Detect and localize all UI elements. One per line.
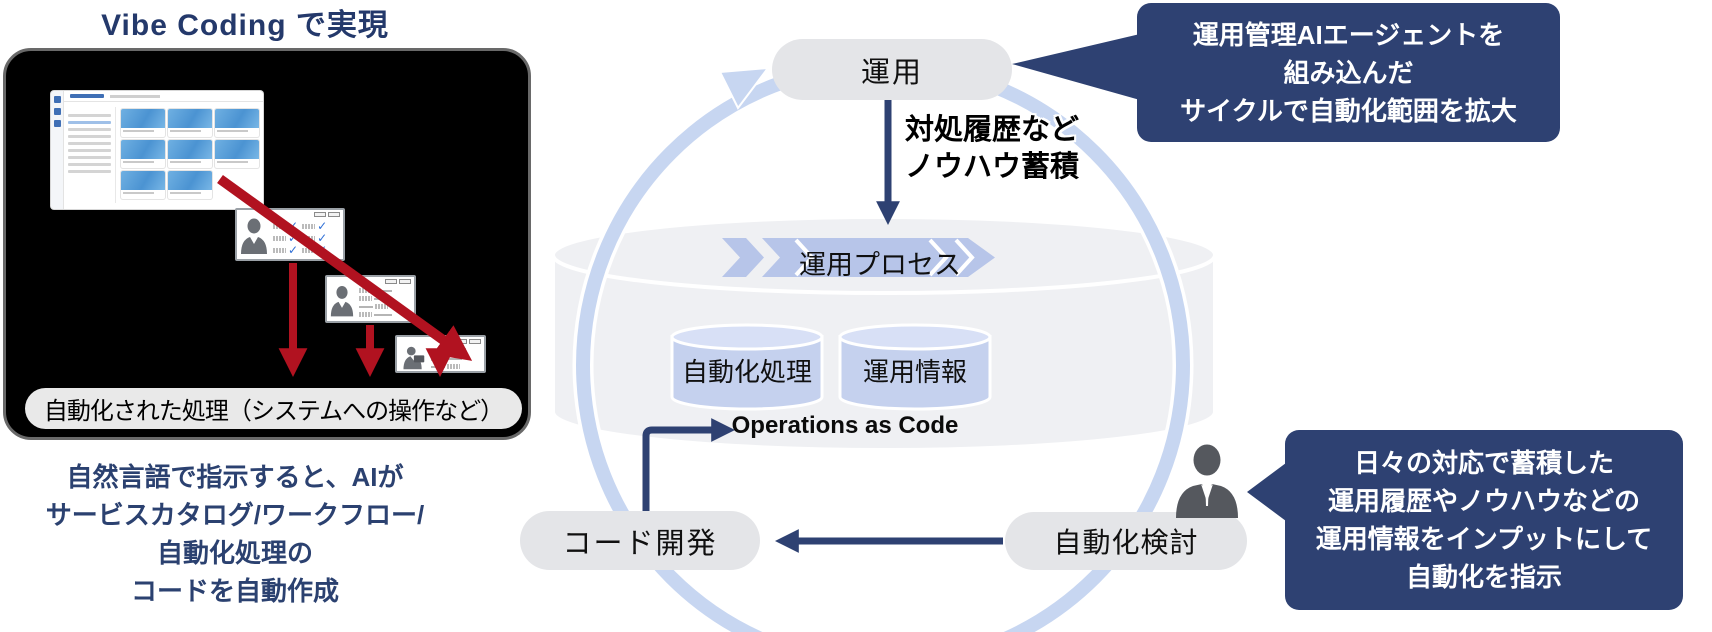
node-automation-review: 自動化検討 (1005, 512, 1247, 570)
diagonal-red-arrow (217, 174, 473, 361)
person-icon (241, 218, 267, 254)
app-nav-rail (51, 91, 64, 209)
top-callout-pointer (1012, 34, 1140, 100)
businessman-icon (1176, 444, 1238, 518)
knowhow-line: ノウハウ蓄積 (905, 151, 1080, 183)
db-automation-label: 自動化処理 (681, 357, 812, 387)
description-line: 自動化処理の (156, 538, 313, 568)
app-header (64, 91, 263, 102)
callout-line: 組み込んだ (1283, 57, 1414, 88)
operation-input-callout: 日々の対応で蓄積した 運用履歴やノウハウなどの 運用情報をインプットにして 自動… (1285, 430, 1683, 610)
process-banner-label: 運用プロセス (799, 250, 961, 280)
callout-line: 運用管理AIエージェントを (1192, 19, 1505, 50)
person-at-laptop-icon (403, 346, 425, 370)
cycle-ring-arrowhead (718, 66, 771, 110)
check-icon: ✓ (317, 219, 328, 233)
window-buttons (385, 279, 411, 284)
callout-line: 運用履歴やノウハウなどの (1327, 486, 1640, 516)
db-cylinder-operations (838, 323, 992, 411)
person-icon (330, 286, 354, 317)
service-catalog-screenshot (51, 91, 263, 209)
operations-as-code-label: Operations as Code (731, 412, 959, 439)
catalog-card (168, 140, 212, 168)
check-icon: ✓ (288, 231, 299, 245)
automated-process-label: 自動化された処理（システムへの操作など） (25, 388, 522, 429)
ai-agent-callout: 運用管理AIエージェントを 組み込んだ サイクルで自動化範囲を拡大 (1137, 3, 1560, 142)
vibe-coding-title: Vibe Coding で実現 (101, 9, 389, 42)
catalog-card (215, 140, 259, 168)
vibe-coding-demo-box: ✓ ✓ ✓ ✓ ✓ ✓ (3, 48, 531, 440)
catalog-card (168, 109, 212, 137)
callout-line: 自動化を指示 (1405, 562, 1562, 592)
node-operation: 運用 (772, 39, 1012, 100)
knowhow-line: 対処履歴など (905, 114, 1080, 146)
check-icon: ✓ (317, 231, 328, 245)
check-icon: ✓ (288, 243, 299, 257)
natural-language-description: 自然言語で指示すると、AIが サービスカタログ/ワークフロー/ 自動化処理の コ… (10, 458, 460, 610)
knowhow-accumulation-label: 対処履歴など ノウハウ蓄積 (905, 112, 1079, 186)
callout-line: 運用情報をインプットにして (1315, 524, 1653, 554)
bottom-callout-pointer (1247, 460, 1290, 524)
catalog-card (215, 109, 259, 137)
catalog-card (121, 109, 165, 137)
catalog-card (168, 171, 212, 199)
catalog-card (121, 171, 165, 199)
app-card-grid (121, 109, 261, 199)
callout-line: 日々の対応で蓄積した (1353, 448, 1614, 478)
db-operations-label: 運用情報 (862, 357, 967, 387)
description-line: 自然言語で指示すると、AIが (66, 462, 404, 492)
app-sidebar-list (64, 107, 116, 203)
db-cylinder-automation (670, 323, 824, 411)
node-code-development: コード開発 (520, 511, 760, 570)
code-to-oac-arrow (642, 418, 735, 513)
callout-line: サイクルで自動化範囲を拡大 (1180, 95, 1517, 126)
window-buttons (314, 212, 340, 217)
catalog-card (121, 140, 165, 168)
red-arrows-overlay (217, 174, 473, 378)
process-banner-shape (722, 238, 995, 277)
description-line: コードを自動作成 (130, 576, 339, 606)
description-line: サービスカタログ/ワークフロー/ (45, 500, 425, 530)
